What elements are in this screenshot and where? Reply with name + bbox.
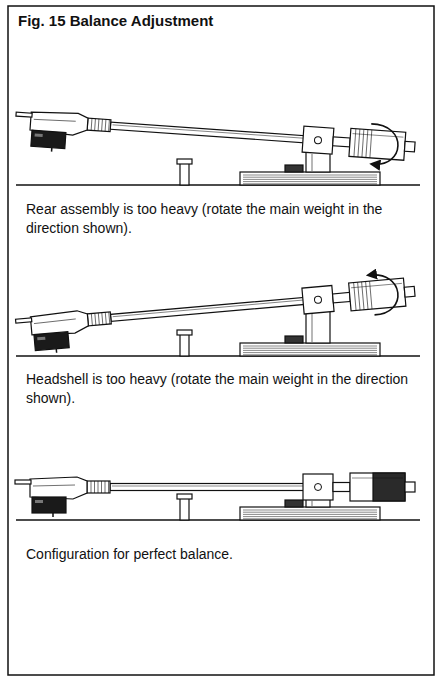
figure-frame — [8, 6, 434, 675]
tonearm — [15, 473, 415, 517]
caption: Configuration for perfect balance. — [26, 545, 421, 564]
tonearm — [14, 271, 417, 356]
figure-title: Fig. 15 Balance Adjustment — [18, 12, 213, 29]
caption: Rear assembly is too heavy (rotate the m… — [26, 200, 421, 238]
caption: Headshell is too heavy (rotate the main … — [26, 370, 421, 408]
tonearm-base — [16, 310, 420, 356]
rotation-arrow — [368, 124, 399, 166]
tonearm — [14, 99, 417, 177]
rotation-arrow — [368, 273, 400, 315]
